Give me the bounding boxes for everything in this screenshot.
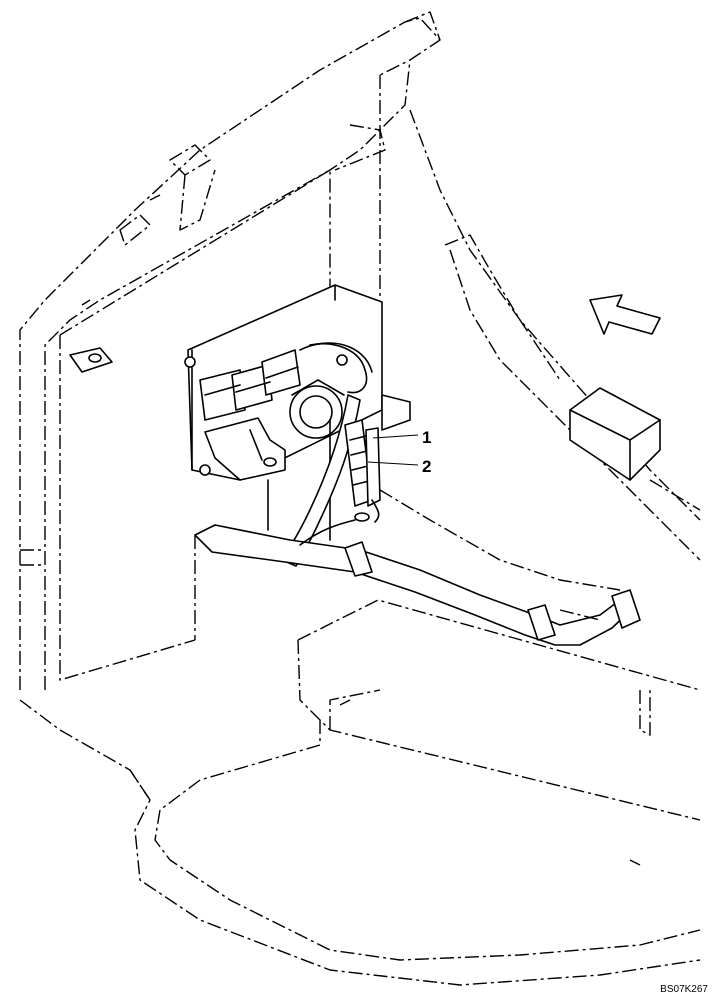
relay-bracket-assembly (184, 284, 411, 481)
wire-harness (194, 394, 641, 646)
leader-lines (367, 434, 419, 466)
item-band-clip (344, 419, 381, 523)
mount-nut (69, 347, 113, 373)
callout-label-2: 2 (422, 457, 431, 476)
floor-outline (19, 599, 701, 986)
direction-arrow-icon (589, 294, 661, 335)
rear-body-outline (379, 109, 701, 591)
cab-frame-outline (19, 11, 441, 690)
side-block (569, 387, 661, 481)
callout-label-1: 1 (422, 428, 431, 447)
drawing-code: BS07K267 (660, 984, 708, 995)
